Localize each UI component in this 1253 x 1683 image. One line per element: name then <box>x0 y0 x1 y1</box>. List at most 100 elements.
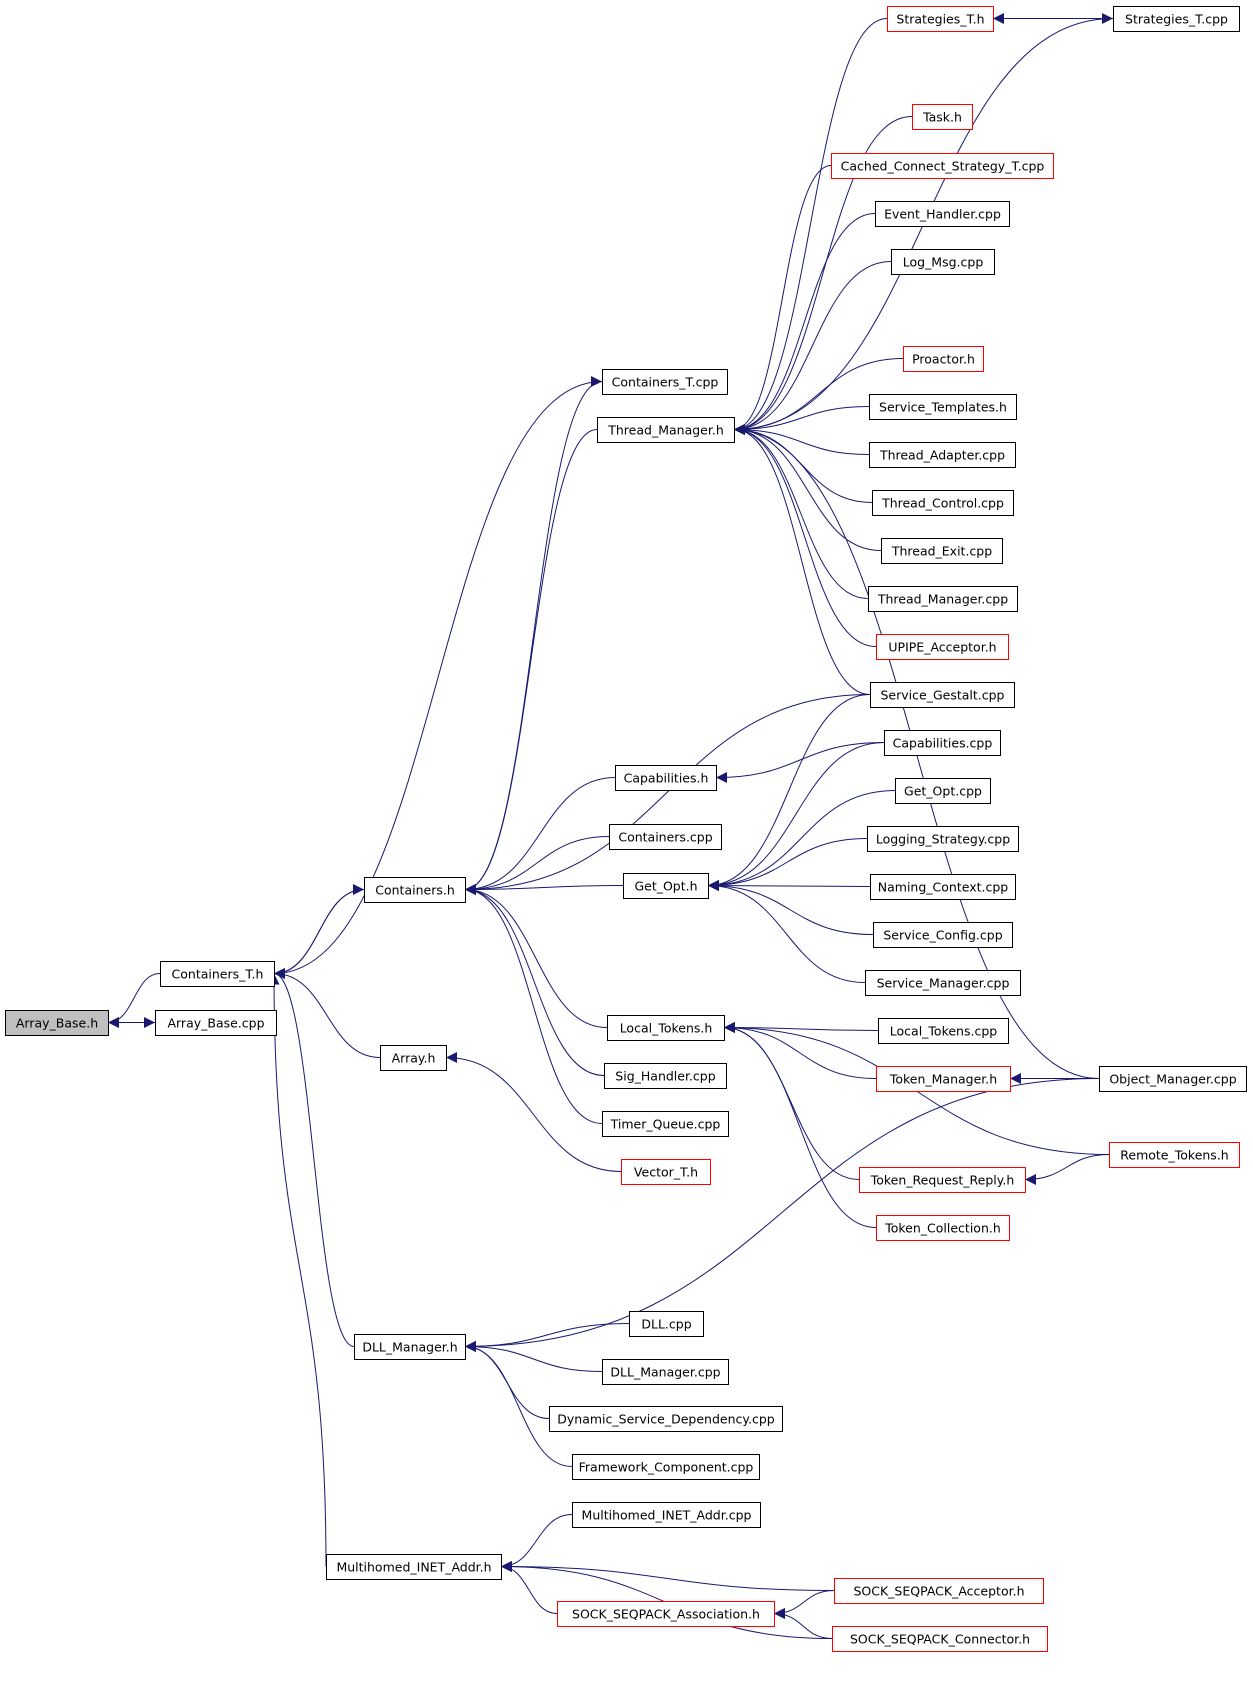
node-thread_adapter_cpp[interactable]: Thread_Adapter.cpp <box>869 442 1016 468</box>
edge-sock_seqpack_acceptor_h-to-multihomed_inet_addr_h <box>500 1561 835 1591</box>
node-dll_cpp[interactable]: DLL.cpp <box>629 1311 704 1337</box>
node-array_base_cpp[interactable]: Array_Base.cpp <box>155 1010 277 1036</box>
node-label: Local_Tokens.cpp <box>890 1024 998 1039</box>
node-containers_t_cpp[interactable]: Containers_T.cpp <box>602 369 728 395</box>
node-sock_seqpack_connector_h[interactable]: SOCK_SEQPACK_Connector.h <box>832 1626 1048 1652</box>
node-array_h[interactable]: Array.h <box>380 1045 447 1071</box>
node-service_templates_h[interactable]: Service_Templates.h <box>869 394 1017 420</box>
node-local_tokens_h[interactable]: Local_Tokens.h <box>607 1015 725 1041</box>
node-get_opt_cpp[interactable]: Get_Opt.cpp <box>895 778 991 804</box>
node-array_base_h[interactable]: Array_Base.h <box>5 1010 109 1036</box>
edge-vector_t_h-to-array_h <box>445 1052 622 1172</box>
edge-sock_seqpack_acceptor_h-to-sock_seqpack_association_h <box>773 1590 835 1619</box>
node-box <box>859 1167 1026 1193</box>
node-label: Service_Manager.cpp <box>877 976 1010 991</box>
node-label: Containers.cpp <box>618 830 712 845</box>
node-box <box>602 1359 729 1385</box>
node-sig_handler_cpp[interactable]: Sig_Handler.cpp <box>604 1063 727 1089</box>
node-service_gestalt_cpp[interactable]: Service_Gestalt.cpp <box>870 682 1015 708</box>
edge-capabilities_cpp-to-get_opt_h <box>707 742 885 891</box>
node-dll_manager_cpp[interactable]: DLL_Manager.cpp <box>602 1359 729 1385</box>
node-service_config_cpp[interactable]: Service_Config.cpp <box>873 922 1013 948</box>
edge-strategies_t_h-to-thread_manager_h <box>733 18 888 435</box>
node-label: Cached_Connect_Strategy_T.cpp <box>841 159 1045 174</box>
node-label: Get_Opt.cpp <box>904 784 982 799</box>
node-object_manager_cpp[interactable]: Object_Manager.cpp <box>1099 1066 1247 1092</box>
node-label: Proactor.h <box>912 352 975 367</box>
edge-get_opt_h-to-containers_h <box>464 883 624 895</box>
node-thread_manager_cpp[interactable]: Thread_Manager.cpp <box>868 586 1018 612</box>
edge-get_opt_cpp-to-get_opt_h <box>707 790 896 891</box>
node-box <box>160 961 275 987</box>
node-label: Thread_Manager.h <box>607 423 724 438</box>
node-local_tokens_cpp[interactable]: Local_Tokens.cpp <box>878 1018 1009 1044</box>
edge-capabilities_cpp-to-capabilities_h <box>715 742 885 783</box>
node-token_request_reply_h[interactable]: Token_Request_Reply.h <box>859 1167 1026 1193</box>
edge-token_collection_h-to-local_tokens_h <box>723 1022 877 1228</box>
node-token_collection_h[interactable]: Token_Collection.h <box>876 1215 1010 1241</box>
node-label: Thread_Exit.cpp <box>891 544 992 559</box>
node-label: Get_Opt.h <box>634 879 697 894</box>
node-label: Array.h <box>392 1051 436 1066</box>
edge-multihomed_inet_addr_cpp-to-multihomed_inet_addr_h <box>500 1514 573 1572</box>
node-thread_control_cpp[interactable]: Thread_Control.cpp <box>872 490 1014 516</box>
node-label: Dynamic_Service_Dependency.cpp <box>557 1412 775 1427</box>
node-label: Sig_Handler.cpp <box>615 1069 715 1084</box>
node-label: SOCK_SEQPACK_Association.h <box>572 1607 760 1622</box>
node-remote_tokens_h[interactable]: Remote_Tokens.h <box>1109 1142 1240 1168</box>
node-label: Token_Collection.h <box>884 1221 1001 1236</box>
edge-token_request_reply_h-to-local_tokens_h <box>723 1022 860 1180</box>
node-upipe_acceptor_h[interactable]: UPIPE_Acceptor.h <box>876 634 1009 660</box>
edge-service_config_cpp-to-get_opt_h <box>707 880 874 935</box>
edge-local_tokens_h-to-containers_h <box>464 884 608 1028</box>
node-label: DLL.cpp <box>641 1317 691 1332</box>
node-label: DLL_Manager.h <box>362 1340 457 1355</box>
edge-naming_context_cpp-to-get_opt_h <box>707 880 871 892</box>
node-token_manager_h[interactable]: Token_Manager.h <box>876 1066 1011 1092</box>
node-naming_context_cpp[interactable]: Naming_Context.cpp <box>870 874 1016 900</box>
node-capabilities_cpp[interactable]: Capabilities.cpp <box>884 730 1001 756</box>
node-strategies_t_h[interactable]: Strategies_T.h <box>887 6 994 32</box>
node-label: Local_Tokens.h <box>620 1021 713 1036</box>
node-containers_cpp[interactable]: Containers.cpp <box>609 824 722 850</box>
node-cached_connect_strategy_t_cpp[interactable]: Cached_Connect_Strategy_T.cpp <box>831 153 1054 179</box>
node-label: Token_Manager.h <box>889 1072 997 1087</box>
node-box <box>1113 6 1240 32</box>
node-box <box>629 1311 704 1337</box>
node-sock_seqpack_association_h[interactable]: SOCK_SEQPACK_Association.h <box>557 1601 775 1627</box>
node-multihomed_inet_addr_h[interactable]: Multihomed_INET_Addr.h <box>326 1554 502 1580</box>
node-timer_queue_cpp[interactable]: Timer_Queue.cpp <box>602 1111 729 1137</box>
node-get_opt_h[interactable]: Get_Opt.h <box>623 873 709 899</box>
edge-containers_t_h-to-array_base_h <box>107 973 161 1028</box>
node-multihomed_inet_addr_cpp[interactable]: Multihomed_INET_Addr.cpp <box>572 1502 761 1528</box>
node-logging_strategy_cpp[interactable]: Logging_Strategy.cpp <box>867 826 1019 852</box>
node-box <box>903 346 984 372</box>
node-containers_t_h[interactable]: Containers_T.h <box>160 961 275 987</box>
node-vector_t_h[interactable]: Vector_T.h <box>621 1159 711 1185</box>
node-event_handler_cpp[interactable]: Event_Handler.cpp <box>875 201 1010 227</box>
node-task_h[interactable]: Task.h <box>912 104 973 130</box>
node-box <box>875 201 1010 227</box>
edge-task_h-to-thread_manager_h <box>733 116 913 435</box>
edge-containers_cpp-to-containers_h <box>464 836 610 895</box>
node-strategies_t_cpp[interactable]: Strategies_T.cpp <box>1113 6 1240 32</box>
node-log_msg_cpp[interactable]: Log_Msg.cpp <box>891 249 995 275</box>
edge-containers_t_h-to-containers_t_cpp <box>273 376 603 974</box>
node-thread_exit_cpp[interactable]: Thread_Exit.cpp <box>881 538 1003 564</box>
node-box <box>870 874 1016 900</box>
node-dynamic_service_dependency_cpp[interactable]: Dynamic_Service_Dependency.cpp <box>549 1406 783 1432</box>
node-containers_h[interactable]: Containers.h <box>364 877 466 903</box>
node-thread_manager_h[interactable]: Thread_Manager.h <box>597 417 735 443</box>
node-service_manager_cpp[interactable]: Service_Manager.cpp <box>865 970 1021 996</box>
node-box <box>876 1215 1010 1241</box>
node-box <box>891 249 995 275</box>
node-label: Capabilities.cpp <box>893 736 993 751</box>
node-framework_component_cpp[interactable]: Framework_Component.cpp <box>572 1454 760 1480</box>
node-box <box>380 1045 447 1071</box>
node-label: Thread_Adapter.cpp <box>879 448 1005 463</box>
node-dll_manager_h[interactable]: DLL_Manager.h <box>354 1334 466 1360</box>
node-box <box>869 442 1016 468</box>
node-sock_seqpack_acceptor_h[interactable]: SOCK_SEQPACK_Acceptor.h <box>834 1578 1044 1604</box>
node-capabilities_h[interactable]: Capabilities.h <box>615 765 717 791</box>
node-proactor_h[interactable]: Proactor.h <box>903 346 984 372</box>
